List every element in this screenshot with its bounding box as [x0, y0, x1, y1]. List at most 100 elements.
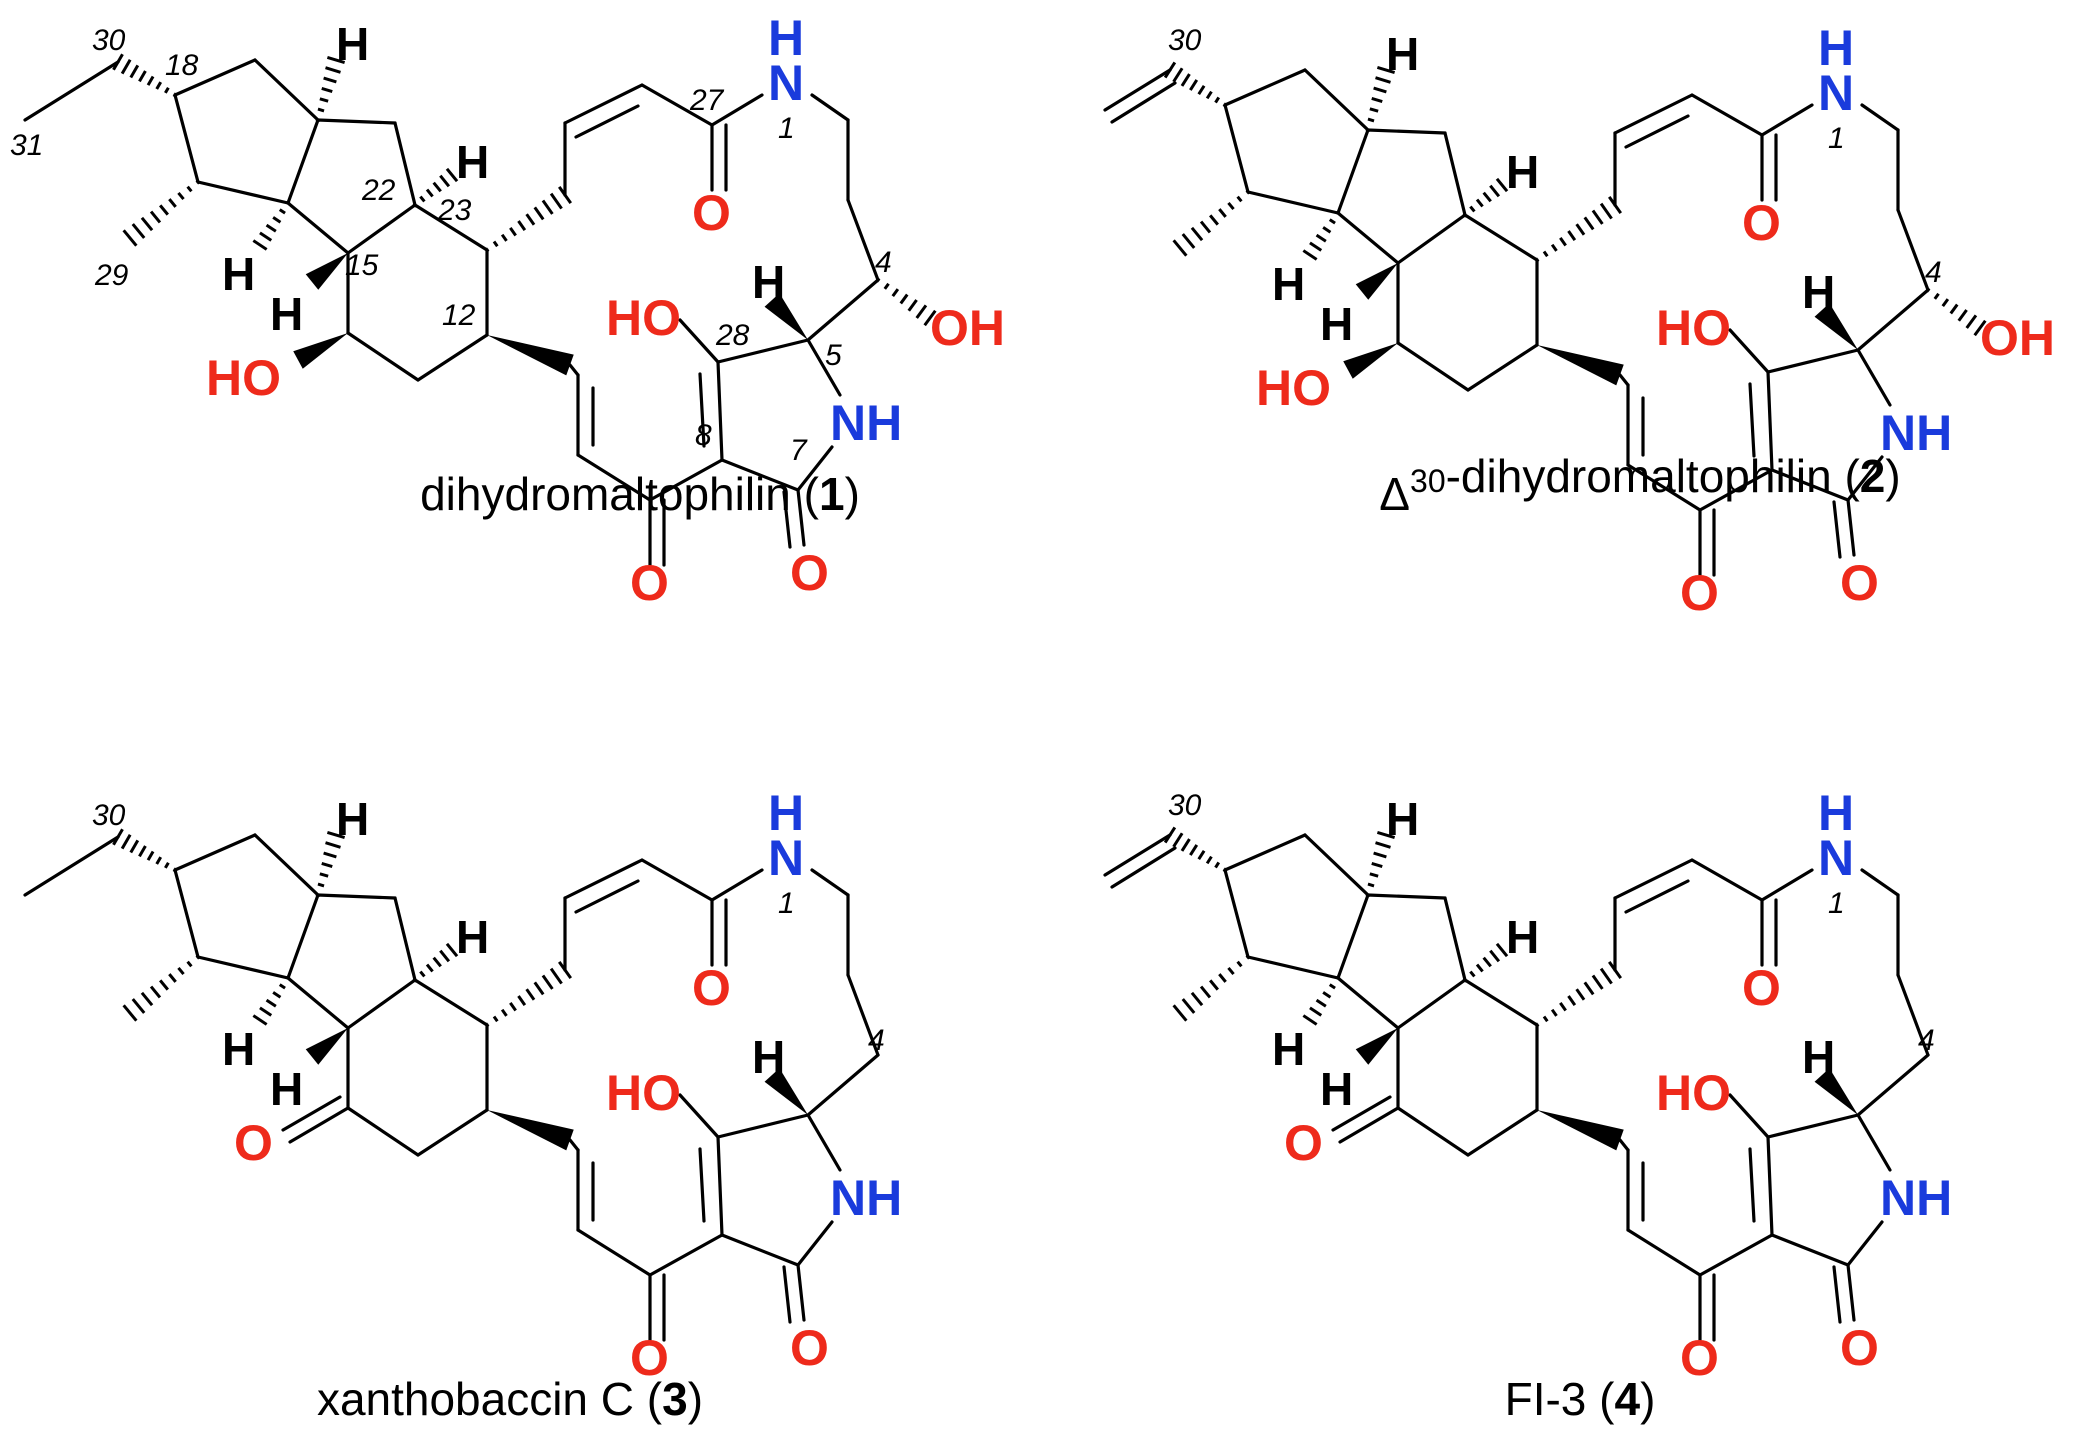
hydrogen-atom: H	[270, 288, 303, 340]
hydroxyl-group: HO	[206, 350, 281, 406]
locant-4: 4	[868, 1024, 885, 1057]
hydrogen-atom: H	[1802, 266, 1835, 318]
lactam-nh: NH	[1880, 405, 1952, 461]
hashed-bond	[1302, 975, 1341, 1026]
hydrogen-atom: H	[1320, 298, 1353, 350]
lactam-nh: NH	[830, 1170, 902, 1226]
locant-12: 12	[442, 299, 476, 332]
locant-8: 8	[695, 419, 712, 452]
hydrogen-atom: H	[1272, 1023, 1305, 1075]
hydroxyl-group: HO	[606, 290, 681, 346]
wedge-bond	[1537, 1110, 1624, 1151]
hashed-bond	[252, 200, 291, 251]
hydrogen-atom: H	[1386, 793, 1419, 845]
hydroxyl-group: HO	[606, 1065, 681, 1121]
wedge-bond	[1814, 1068, 1858, 1115]
wedge-bond	[764, 1068, 808, 1115]
lactam-oxygen: O	[1840, 555, 1879, 611]
amide-nitrogen: N	[768, 55, 804, 111]
wedge-bond	[1355, 1028, 1398, 1065]
locant-30: 30	[1168, 789, 1202, 822]
hydrogen-atom: H	[222, 1023, 255, 1075]
amide-hydrogen: H	[1818, 20, 1854, 76]
lactam-oxygen: O	[1840, 1320, 1879, 1376]
locant-30: 30	[92, 799, 126, 832]
locant-4: 4	[1918, 1024, 1935, 1057]
hashed-bond	[484, 960, 572, 1028]
hydrogen-atom: H	[270, 1063, 303, 1115]
hashed-bond	[1462, 177, 1509, 218]
locant-1: 1	[778, 112, 795, 145]
hydrogen-atom: H	[1386, 28, 1419, 80]
amide-nitrogen: N	[1818, 65, 1854, 121]
amide-hydrogen: H	[768, 785, 804, 841]
hashed-bond	[1302, 210, 1341, 261]
hashed-bond	[252, 975, 291, 1026]
locant-1: 1	[778, 887, 795, 920]
ketone-oxygen: O	[1284, 1115, 1323, 1171]
wedge-bond	[305, 253, 348, 290]
locant-4: 4	[1925, 256, 1942, 289]
hydrogen-atom: H	[752, 1031, 785, 1083]
hydrogen-atom: H	[456, 911, 489, 963]
amide-oxygen: O	[1742, 195, 1781, 251]
wedge-bond	[1355, 263, 1398, 300]
wedge-bond	[764, 293, 808, 340]
hydrogen-atom: H	[336, 18, 369, 70]
hashed-bond	[1365, 65, 1396, 133]
locant-29: 29	[94, 259, 129, 292]
ketone-oxygen: O	[630, 555, 669, 611]
wedge-bond	[293, 333, 348, 369]
locant-15: 15	[345, 249, 379, 282]
hashed-bond	[412, 942, 459, 983]
wedge-bond	[1814, 303, 1858, 350]
hydrogen-atom: H	[1802, 1031, 1835, 1083]
hydroxyl-group: OH	[1980, 310, 2055, 366]
amide-oxygen: O	[692, 960, 731, 1016]
wedge-bond	[487, 1110, 574, 1151]
lactam-oxygen: O	[790, 545, 829, 601]
locant-7: 7	[790, 434, 808, 467]
locant-1: 1	[1828, 887, 1845, 920]
locant-30: 30	[1168, 24, 1202, 57]
hydroxyl-group: HO	[1656, 300, 1731, 356]
compound-caption: FI-3 (4)	[1505, 1373, 1656, 1425]
lactam-nh: NH	[830, 395, 902, 451]
hashed-bond	[122, 954, 201, 1022]
amide-oxygen: O	[1742, 960, 1781, 1016]
ketone-oxygen: O	[1680, 1330, 1719, 1386]
hashed-bond	[484, 185, 572, 253]
hashed-bond	[1534, 960, 1622, 1028]
hashed-bond	[1534, 195, 1622, 263]
hashed-bond	[1172, 954, 1251, 1022]
hashed-bond	[412, 167, 459, 208]
hydrogen-atom: H	[1272, 258, 1305, 310]
amide-nitrogen: N	[1818, 830, 1854, 886]
wedge-bond	[1537, 345, 1624, 386]
hydroxyl-group: HO	[1256, 360, 1331, 416]
locant-28: 28	[715, 319, 750, 352]
amide-oxygen: O	[692, 185, 731, 241]
hashed-bond	[875, 277, 937, 327]
hashed-bond	[1925, 287, 1987, 337]
hydrogen-atom: H	[1320, 1063, 1353, 1115]
locant-27: 27	[689, 84, 725, 117]
amide-nitrogen: N	[768, 830, 804, 886]
compound-caption: Δ30-dihydromaltophilin (2)	[1379, 450, 1900, 520]
wedge-bond	[1343, 343, 1398, 379]
hydrogen-atom: H	[222, 248, 255, 300]
ketone-oxygen: O	[1680, 565, 1719, 621]
hydrogen-atom: H	[336, 793, 369, 845]
locant-4: 4	[875, 246, 892, 279]
wedge-bond	[487, 335, 574, 376]
hydrogen-atom: H	[1506, 146, 1539, 198]
hashed-bond	[1365, 830, 1396, 898]
lactam-oxygen: O	[790, 1320, 829, 1376]
ketone-oxygen: O	[630, 1330, 669, 1386]
hashed-bond	[112, 53, 178, 98]
locant-22: 22	[361, 174, 396, 207]
hydrogen-atom: H	[1506, 911, 1539, 963]
